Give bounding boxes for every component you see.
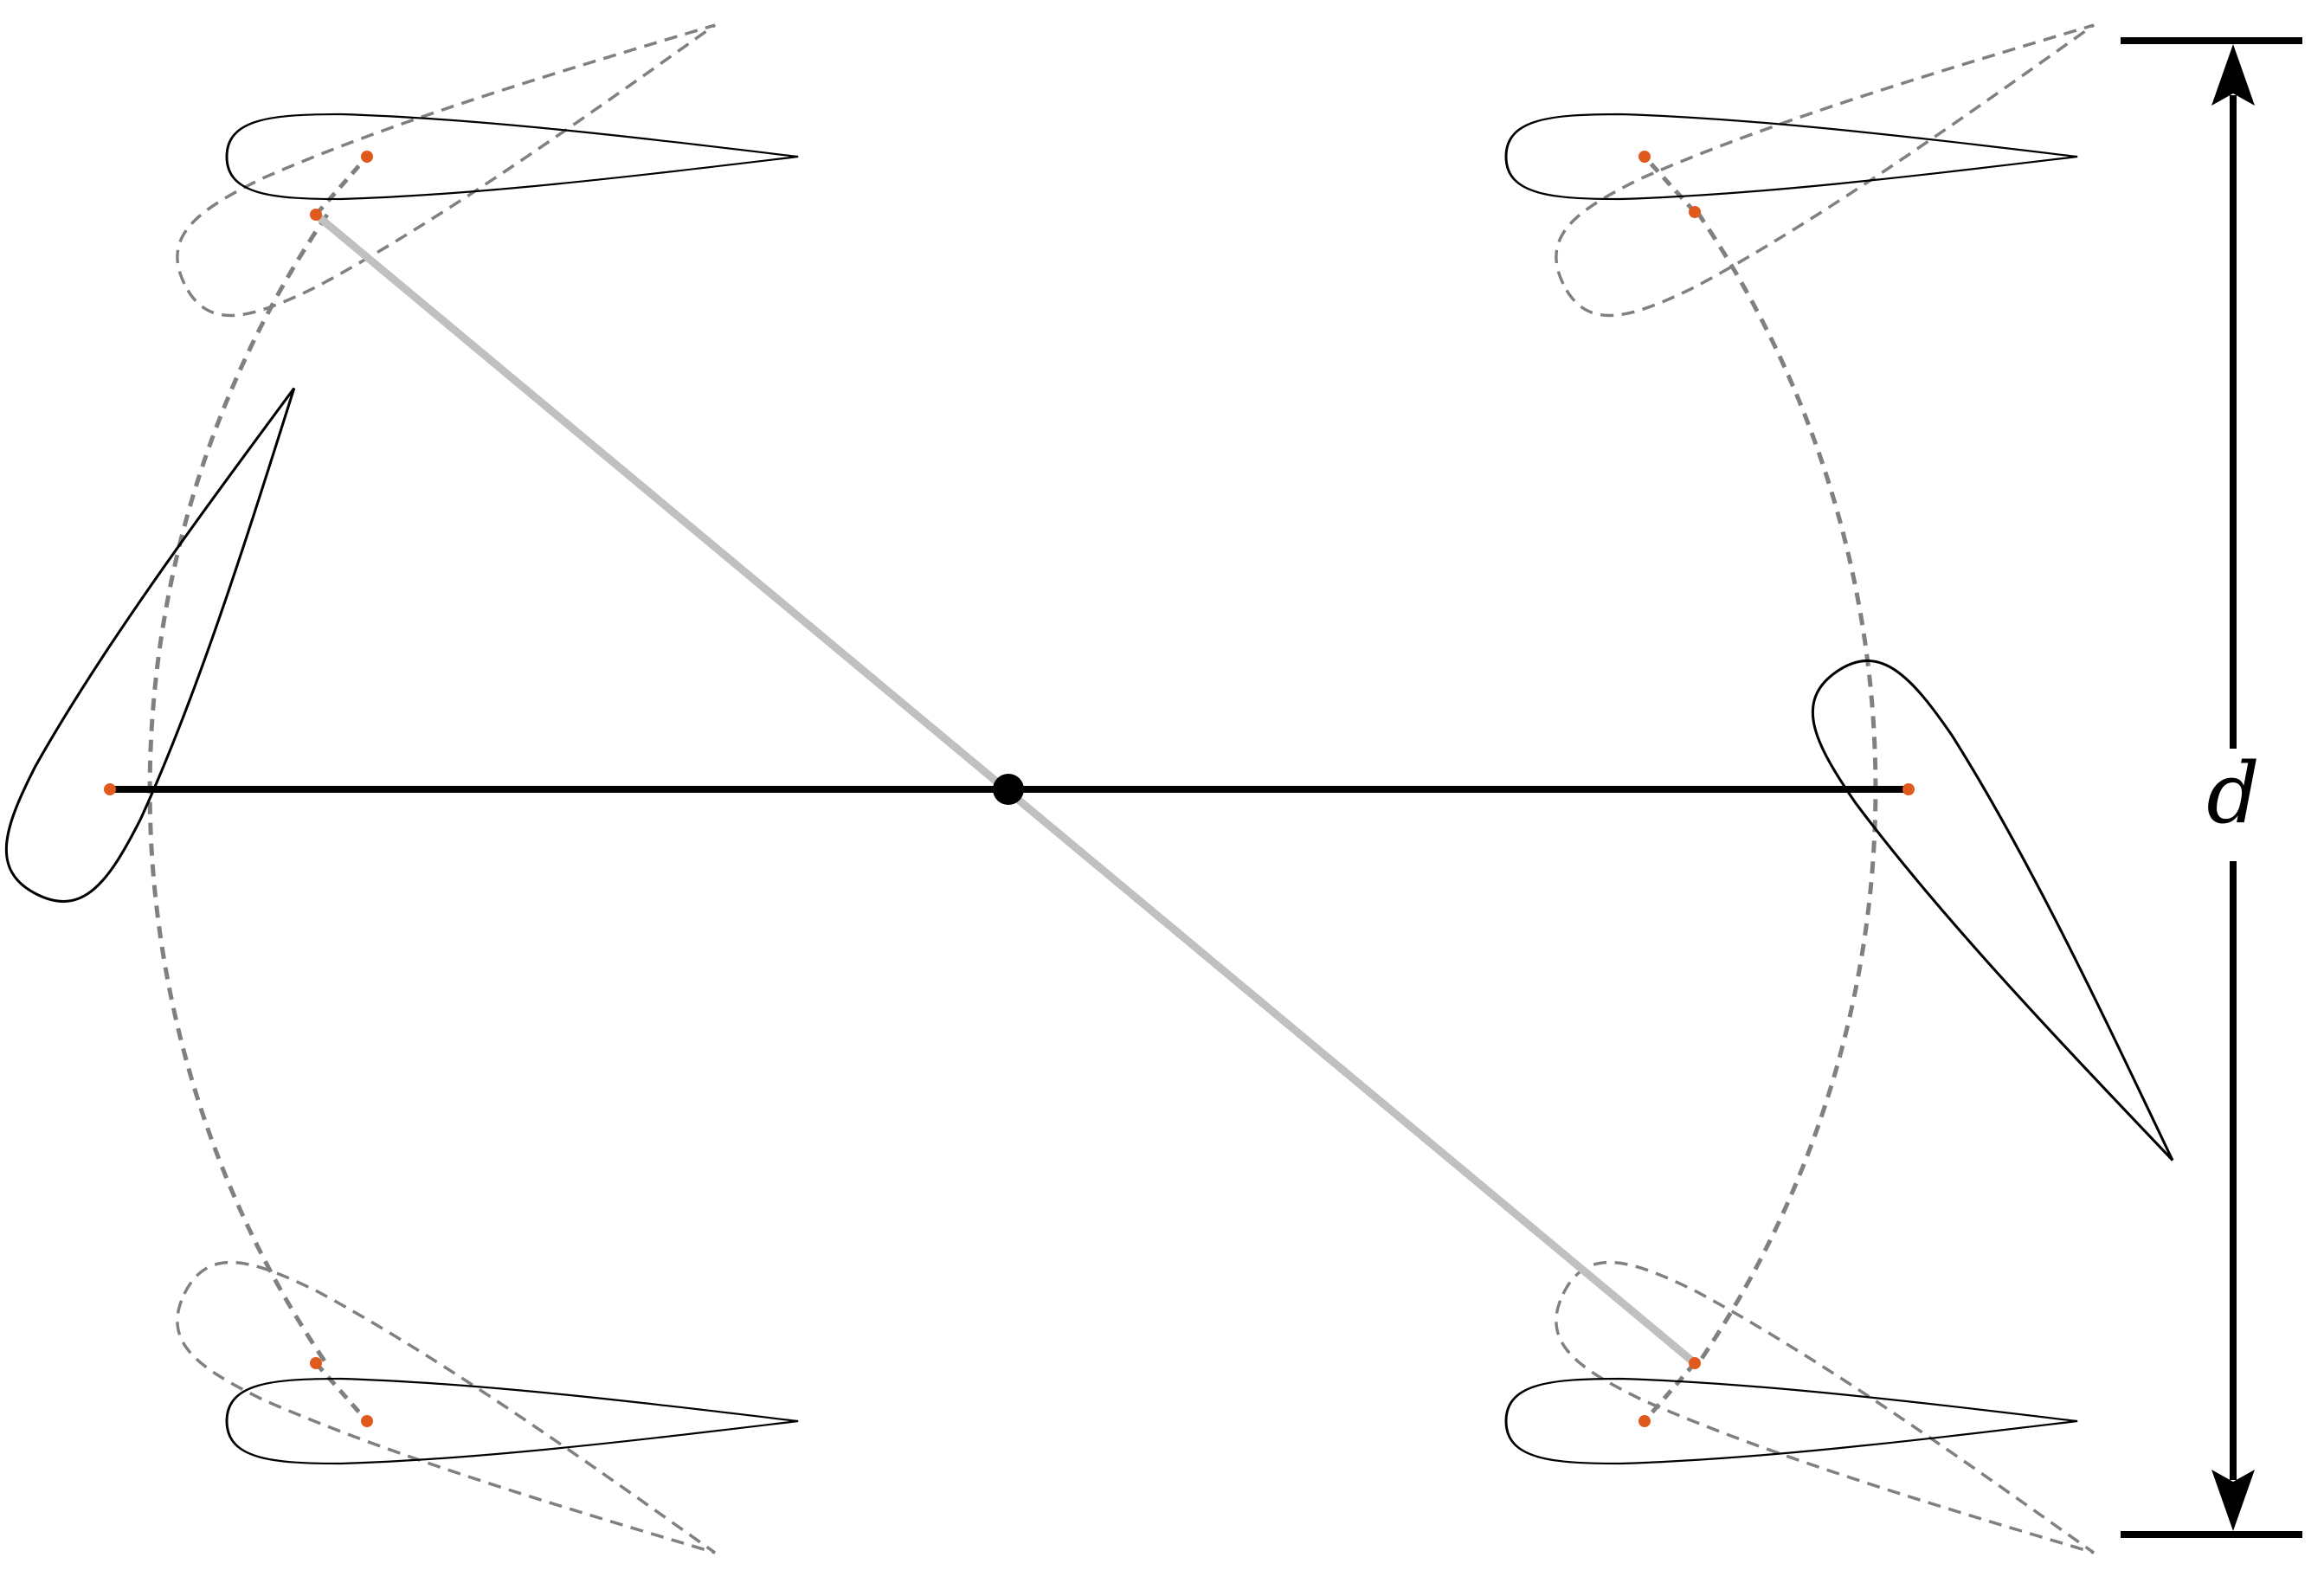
blade-left <box>0 362 346 921</box>
pivot-points <box>104 151 1915 1427</box>
ghost-foil-bottom-right <box>1536 1239 2120 1570</box>
pivot-point <box>310 1357 322 1369</box>
pivot-point <box>310 209 322 221</box>
pivot-point <box>361 151 373 163</box>
ghost-foil-top-right <box>1536 0 2120 338</box>
ghost-foil-top-left <box>158 0 741 338</box>
pivot-point <box>1902 783 1915 795</box>
pivot-connector-bottom-right <box>1643 1361 1696 1423</box>
blade-right <box>1788 638 2221 1194</box>
center-hub <box>993 774 1024 805</box>
pivot-point <box>1689 206 1701 218</box>
pivot-point <box>361 1415 373 1427</box>
arrow-down-icon <box>2211 1470 2255 1531</box>
pivot-connector-top-right <box>1643 155 1696 214</box>
pivot-connector-top-left <box>314 155 369 216</box>
blade-top-right <box>1506 114 2077 199</box>
pivot-point <box>1689 1357 1701 1369</box>
pivot-connector-bottom-left <box>314 1361 369 1423</box>
pivot-point <box>1638 1415 1651 1427</box>
arrow-up-icon <box>2211 44 2255 106</box>
pivot-point <box>104 783 116 795</box>
dimension-marker: d <box>2121 37 2302 1538</box>
dimension-label: d <box>2206 745 2259 842</box>
pivot-point <box>1638 151 1651 163</box>
blade-bottom-right <box>1506 1379 2077 1464</box>
